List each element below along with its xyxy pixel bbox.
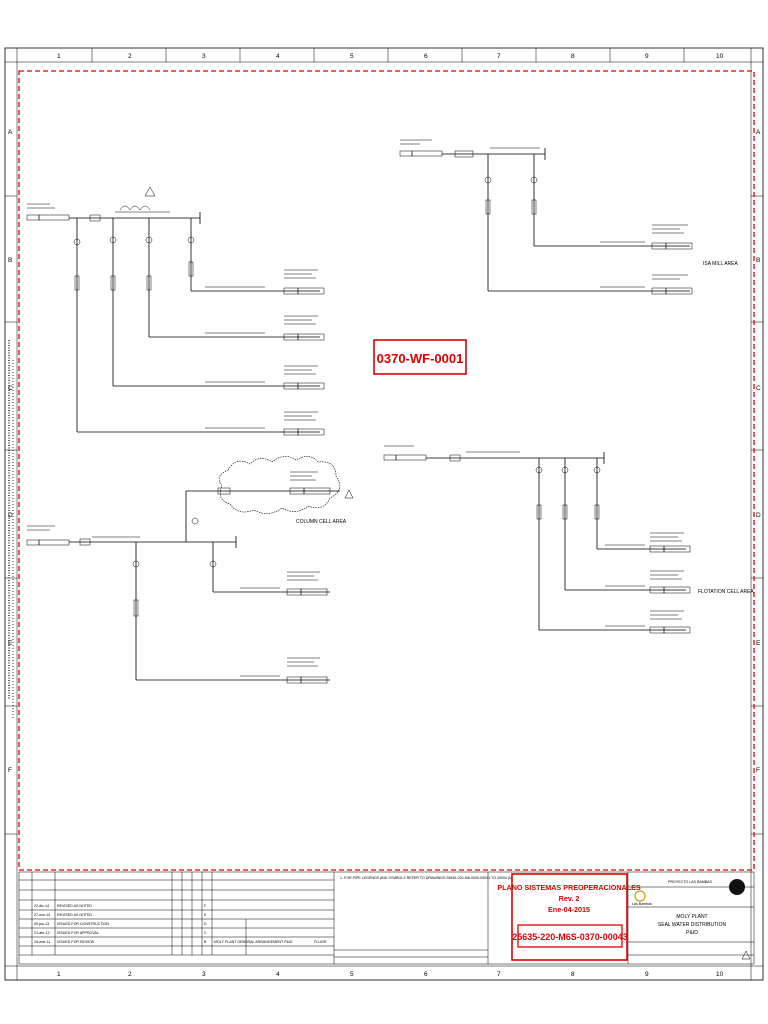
company-name: Las Bambas	[632, 902, 652, 906]
svg-text:4: 4	[276, 971, 280, 978]
column-markers-bottom: 1 2 3 4 5 6 7 8 9 10	[57, 971, 724, 978]
col-label-5: 5	[350, 53, 354, 60]
las-bambas-logo-icon	[634, 890, 646, 902]
margin-notes	[8, 340, 14, 720]
area-label-flotation-cell: FLOTATION CELL AREA	[698, 589, 754, 595]
client-emblem-icon	[729, 879, 745, 895]
svg-text:6: 6	[424, 971, 428, 978]
system-top-left	[26, 186, 325, 436]
drawing-stamp: 0370-WF-0001	[373, 339, 467, 375]
svg-text:C: C	[756, 385, 761, 392]
svg-text:E: E	[204, 913, 207, 917]
svg-text:9: 9	[645, 971, 649, 978]
col-label-10: 10	[716, 53, 724, 60]
svg-text:D: D	[756, 512, 761, 519]
reference-drawing: MOLY PLANT GENERAL ARRANGEMENT P&ID	[214, 940, 293, 944]
col-label-9: 9	[645, 53, 649, 60]
svg-text:D: D	[204, 922, 207, 926]
row-label-c: C	[8, 385, 13, 392]
col-label-8: 8	[571, 53, 575, 60]
col-label-4: 4	[276, 53, 280, 60]
valve-icon	[561, 466, 569, 474]
svg-text:09-jun-13: 09-jun-13	[34, 922, 49, 926]
stamp-line-2: Rev. 2	[559, 894, 580, 903]
svg-text:B: B	[204, 940, 207, 944]
title-block: 22-dic-14 REVISED AS NOTED F 27-nov-14 R…	[18, 871, 755, 965]
svg-text:1: 1	[57, 971, 61, 978]
top-note: 1. FOR PIPE LEGENDS AND SYMBOLS REFER TO…	[340, 876, 536, 880]
valve-icon	[132, 560, 140, 568]
valve-icon	[530, 176, 538, 184]
stamp-drawing-code: 25635-220-M6S-0370-00043	[512, 932, 628, 942]
valve-icon	[593, 466, 601, 474]
drawing-area-frame	[18, 70, 755, 871]
valve-icon	[535, 466, 543, 474]
svg-text:2: 2	[128, 971, 132, 978]
revision-rows: 22-dic-14 REVISED AS NOTED F 27-nov-14 R…	[34, 904, 207, 944]
svg-text:B: B	[756, 257, 760, 264]
flow-element-icon	[89, 214, 101, 222]
svg-text:C: C	[204, 931, 207, 935]
stamp-drawing-number: 0370-WF-0001	[377, 351, 464, 366]
area-label-isa-mill: ISA MILL AREA	[703, 261, 738, 267]
row-label-b: B	[8, 257, 12, 264]
row-label-f: F	[8, 767, 12, 774]
svg-text:3: 3	[202, 971, 206, 978]
fluor-label: FLUOR	[314, 940, 327, 944]
svg-text:7: 7	[497, 971, 501, 978]
col-label-1: 1	[57, 53, 61, 60]
row-label-e: E	[8, 640, 13, 647]
col-label-7: 7	[497, 53, 501, 60]
svg-text:REVISED AS NOTED: REVISED AS NOTED	[57, 904, 92, 908]
preoperational-stamp: PLANO SISTEMAS PREOPERACIONALES Rev. 2 E…	[497, 873, 641, 961]
svg-text:E: E	[756, 640, 761, 647]
valve-icon	[191, 517, 199, 525]
valve-icon	[109, 236, 117, 244]
svg-text:22-dic-14: 22-dic-14	[34, 904, 49, 908]
valve-icon	[187, 236, 195, 244]
svg-text:ISSUED FOR REVIEW: ISSUED FOR REVIEW	[57, 940, 95, 944]
revision-cloud	[218, 456, 341, 514]
svg-text:F: F	[204, 904, 207, 908]
svg-text:A: A	[756, 129, 761, 136]
svg-text:27-nov-14: 27-nov-14	[34, 913, 50, 917]
valve-icon	[73, 238, 81, 246]
svg-text:16-mar-11: 16-mar-11	[34, 940, 50, 944]
stamp-line-3: Ene-04-2015	[548, 905, 590, 914]
system-column-cell: COLUMN CELL AREA	[26, 456, 354, 684]
valve-icon	[145, 236, 153, 244]
svg-text:ISSUED FOR APPROVAL: ISSUED FOR APPROVAL	[57, 931, 99, 935]
svg-text:ISSUED FOR CONSTRUCTION: ISSUED FOR CONSTRUCTION	[57, 922, 109, 926]
system-flotation-cell: FLOTATION CELL AREA	[383, 445, 754, 634]
svg-text:10: 10	[716, 971, 724, 978]
drawing-title-1: MOLY PLANT	[676, 914, 707, 920]
col-label-6: 6	[424, 53, 428, 60]
col-label-3: 3	[202, 53, 206, 60]
row-markers: A B C D E F A B C D E F	[5, 129, 763, 835]
row-label-a: A	[8, 129, 13, 136]
svg-text:F: F	[756, 767, 760, 774]
svg-text:8: 8	[571, 971, 575, 978]
area-label-column-cell: COLUMN CELL AREA	[296, 519, 347, 525]
drawing-title-3: P&ID	[686, 930, 698, 936]
svg-text:5: 5	[350, 971, 354, 978]
col-label-2: 2	[128, 53, 132, 60]
revision-triangle-icon	[144, 186, 156, 197]
project-name: PROYECTO LAS BAMBAS	[668, 880, 712, 884]
valve-icon	[209, 560, 217, 568]
valve-icon	[484, 176, 492, 184]
system-isa-mill: ISA MILL AREA	[399, 139, 738, 295]
stamp-line-1: PLANO SISTEMAS PREOPERACIONALES	[497, 883, 641, 892]
sheet-border	[4, 47, 764, 981]
svg-text:21-abr-12: 21-abr-12	[34, 931, 50, 935]
svg-text:REVISED AS NOTED: REVISED AS NOTED	[57, 913, 92, 917]
row-label-d: D	[8, 512, 13, 519]
column-markers-top: 1 2 3 4 5 6 7 8 9 10	[57, 48, 724, 62]
drawing-title-2: SEAL WATER DISTRIBUTION	[658, 922, 727, 928]
